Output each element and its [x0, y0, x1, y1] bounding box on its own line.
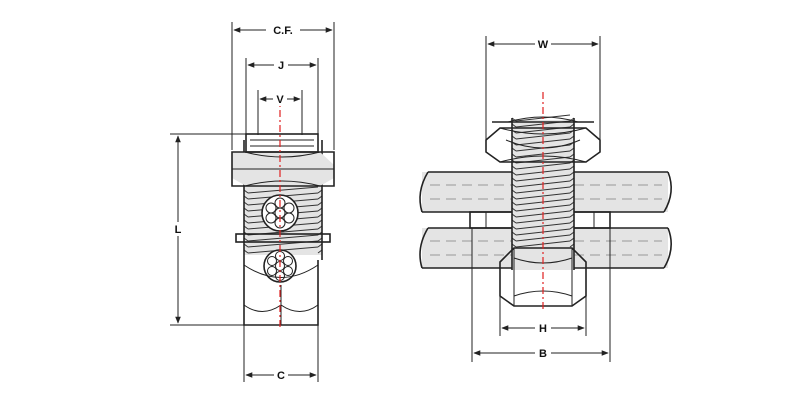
label-l: L — [175, 224, 182, 236]
label-b: B — [539, 348, 547, 360]
upper-conductor-circle — [261, 194, 299, 232]
label-v: V — [276, 94, 284, 106]
label-j: J — [278, 60, 284, 72]
right-view: W H B — [419, 36, 672, 362]
dim-l: L — [170, 133, 246, 326]
dim-h: H — [499, 296, 587, 336]
dim-cf: C.F. — [231, 22, 335, 150]
dim-w: W — [485, 36, 601, 145]
dim-v: V — [257, 90, 303, 135]
label-w: W — [538, 39, 549, 51]
label-h: H — [539, 323, 547, 335]
dim-b: B — [471, 228, 611, 362]
label-cf: C.F. — [273, 25, 293, 37]
left-top-nut — [231, 133, 335, 187]
left-pressure-bar — [235, 233, 331, 243]
label-c: C — [277, 370, 285, 382]
right-bolt-head — [499, 247, 587, 307]
dim-j: J — [245, 58, 319, 134]
left-bolt-head — [243, 260, 319, 326]
left-view: C.F. J V L — [170, 22, 335, 382]
dim-c: C — [243, 325, 319, 382]
